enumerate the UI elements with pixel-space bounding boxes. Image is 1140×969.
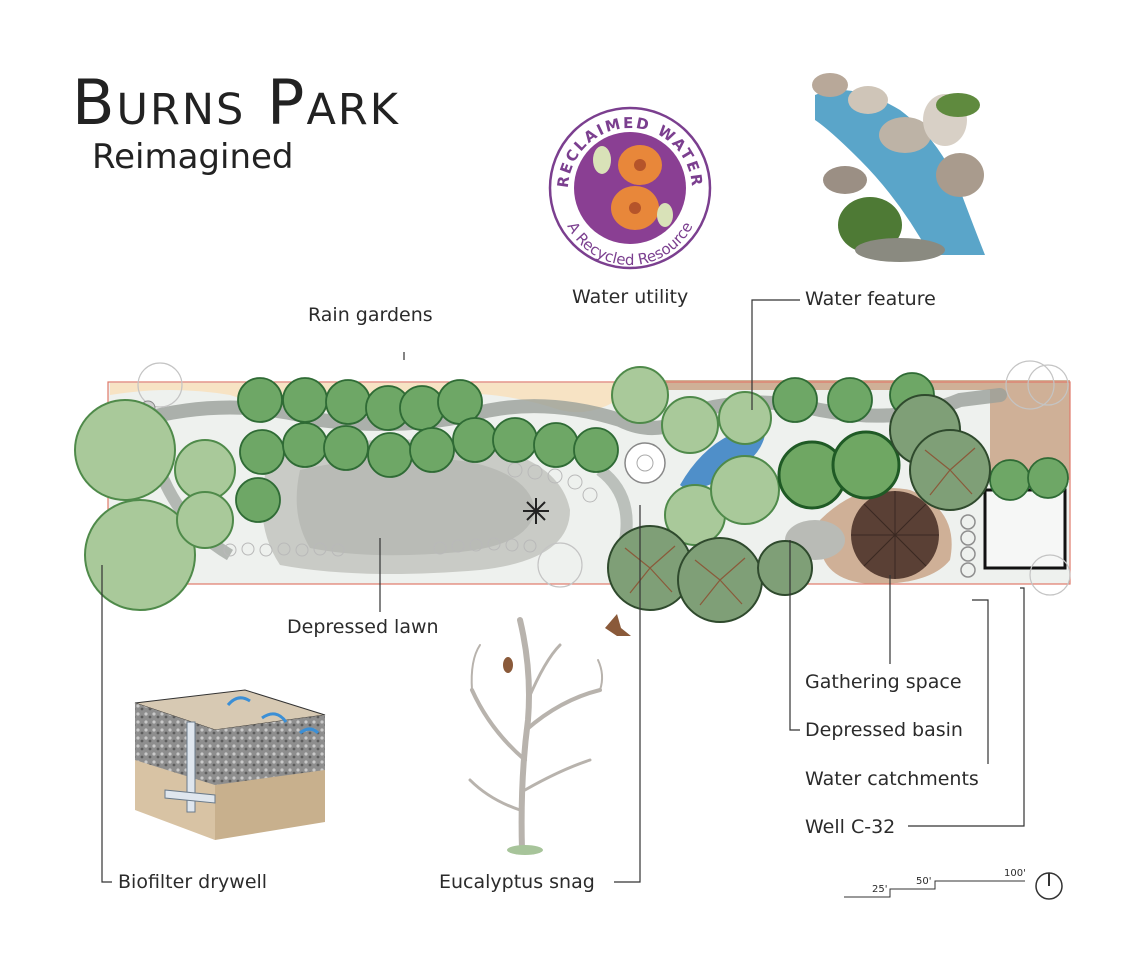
page-subtitle: Reimagined	[92, 137, 294, 177]
site-plan	[74, 360, 1071, 623]
label-gathering-space: Gathering space	[805, 671, 962, 693]
label-water-catchments: Water catchments	[805, 768, 979, 790]
eucalyptus-snag-tree	[468, 614, 631, 855]
reclaimed-water-logo: RECLAIMED WATER A Recycled Resource	[548, 106, 712, 270]
page-title: Burns Park	[72, 66, 400, 139]
scale-tick-100: 100'	[1004, 868, 1026, 879]
label-biofilter-drywell: Biofilter drywell	[118, 871, 268, 893]
label-depressed-lawn: Depressed lawn	[287, 616, 439, 638]
leader-lines	[101, 299, 1025, 883]
label-water-utility: Water utility	[572, 286, 689, 308]
label-eucalyptus-snag: Eucalyptus snag	[439, 871, 595, 893]
label-depressed-basin: Depressed basin	[805, 719, 963, 741]
label-well: Well C-32	[805, 816, 896, 838]
water-feature-photo	[808, 70, 986, 262]
scale-tick-25: 25'	[872, 884, 888, 895]
north-arrow-icon	[1035, 872, 1063, 900]
label-water-feature: Water feature	[805, 288, 936, 310]
label-rain-gardens: Rain gardens	[308, 304, 433, 326]
scale-bar	[844, 880, 1025, 898]
scale-tick-50: 50'	[916, 876, 932, 887]
biofilter-drywell-illustration	[134, 689, 326, 840]
